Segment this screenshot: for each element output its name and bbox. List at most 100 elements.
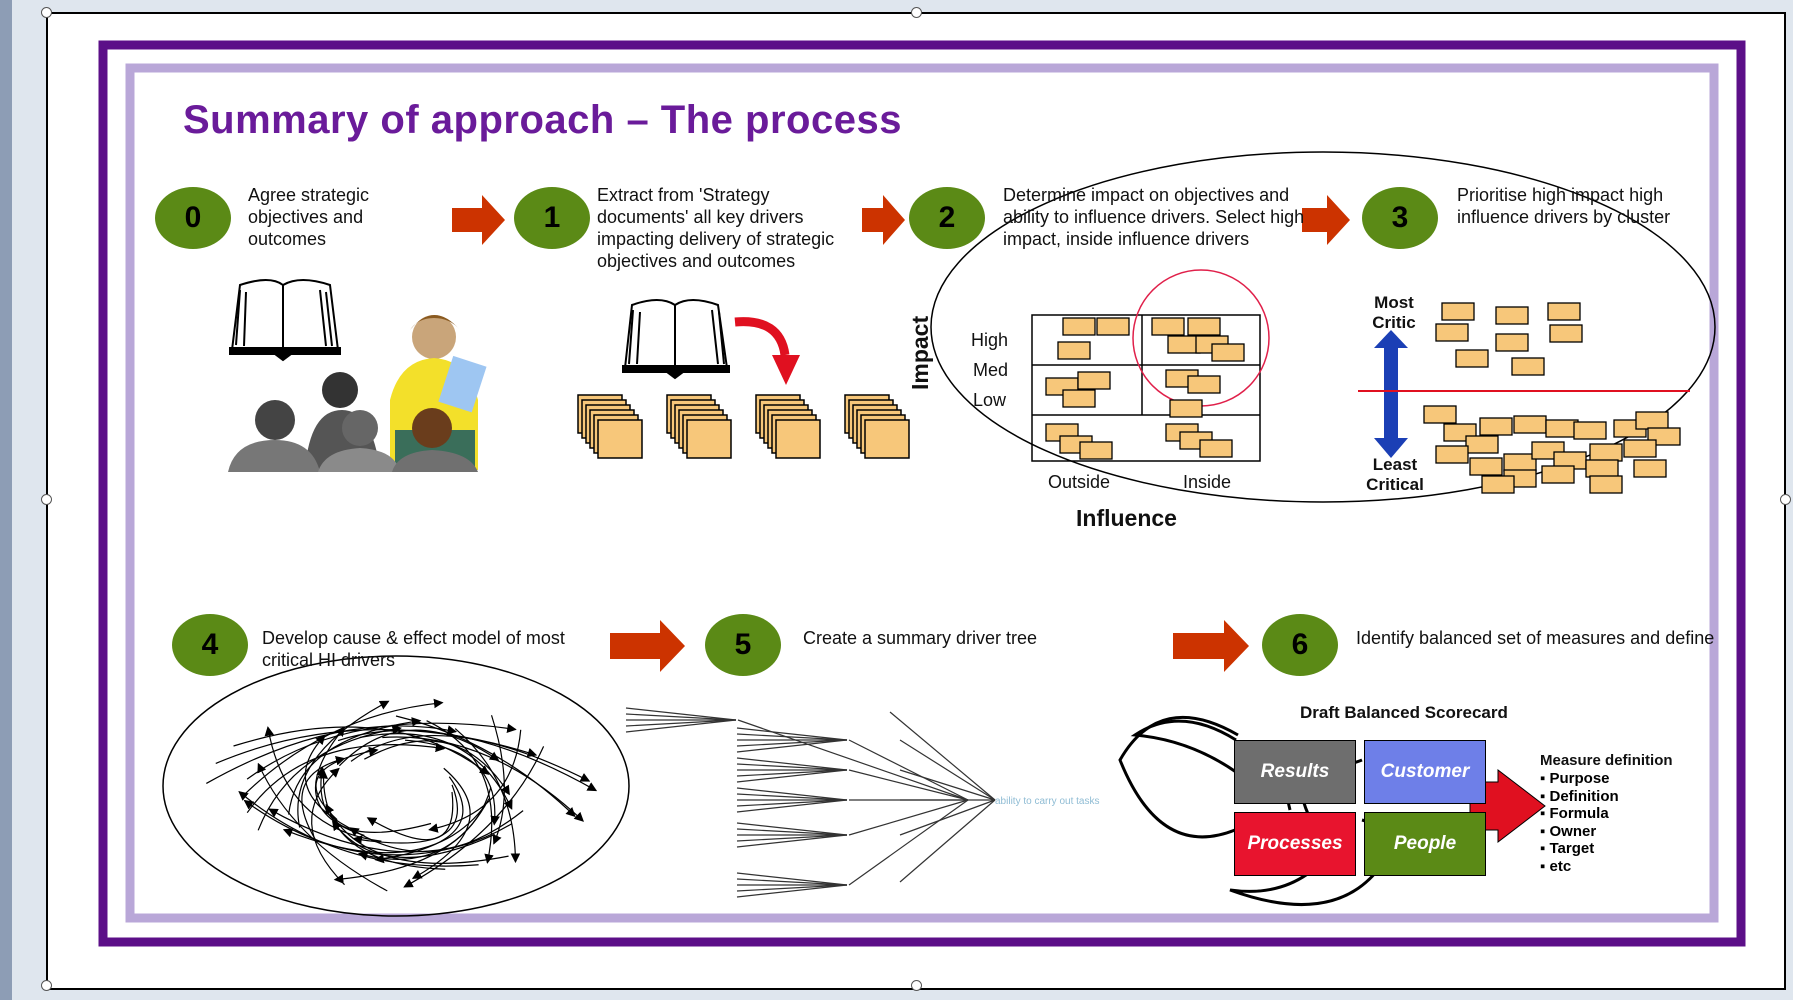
driver-tree xyxy=(625,707,996,898)
resize-handle[interactable] xyxy=(41,980,52,991)
tree-branch xyxy=(736,739,848,753)
sticky-note xyxy=(1589,475,1623,494)
cause-effect-link xyxy=(238,790,479,867)
cause-effect-link xyxy=(349,810,524,852)
step-5-text: Create a summary driver tree xyxy=(803,628,1038,648)
cause-effect-link xyxy=(364,740,510,796)
sticky-note xyxy=(1187,375,1221,394)
sticky-note xyxy=(1062,389,1096,408)
sticky-note xyxy=(1423,405,1457,424)
cause-effect-link xyxy=(428,729,522,833)
sticky-note xyxy=(1169,399,1203,418)
row-label-high: High xyxy=(971,330,1009,350)
sticky-note xyxy=(1211,343,1245,362)
customer-box: Customer xyxy=(1364,740,1486,804)
step-4-badge: 4 xyxy=(172,614,248,676)
tree-branch xyxy=(736,733,848,741)
sticky-note xyxy=(1435,445,1469,464)
cause-effect-link xyxy=(264,726,382,842)
tree-branch xyxy=(736,884,848,892)
sticky-note xyxy=(1077,371,1111,390)
influence-axis-label: Influence xyxy=(1076,505,1177,531)
sticky-note xyxy=(1167,335,1201,354)
sticky-note xyxy=(1495,306,1529,325)
cause-effect-link xyxy=(325,803,509,864)
tree-branch xyxy=(736,763,848,771)
tree-branch xyxy=(848,769,969,801)
resize-handle[interactable] xyxy=(911,980,922,991)
sticky-note xyxy=(1057,341,1091,360)
tree-branch xyxy=(848,799,969,836)
sticky-note xyxy=(1441,302,1475,321)
tree-branch xyxy=(736,799,848,807)
sticky-note xyxy=(1547,302,1581,321)
tree-branch xyxy=(736,769,848,777)
step-1-text: Extract from 'Strategy documents' all ke… xyxy=(597,185,835,271)
tree-branch xyxy=(737,719,969,801)
row-label-low: Low xyxy=(973,390,1007,410)
tree-branch xyxy=(736,834,848,842)
sticky-note xyxy=(775,419,821,459)
sticky-note xyxy=(1187,317,1221,336)
sticky-note xyxy=(1062,317,1096,336)
tree-branch xyxy=(625,719,737,727)
col-label-inside: Inside xyxy=(1183,472,1232,492)
cause-effect-link xyxy=(301,756,346,841)
step-3-text: Prioritise high impact high influence dr… xyxy=(1457,185,1671,227)
red-arrow-icon xyxy=(734,317,790,356)
sticky-note xyxy=(1435,323,1469,342)
sticky-note xyxy=(1511,357,1545,376)
red-arrow-icon xyxy=(452,195,1350,672)
sticky-note xyxy=(1465,435,1499,454)
sticky-note xyxy=(1079,441,1113,460)
cause-effect-link xyxy=(359,733,513,810)
step-0-badge: 0 xyxy=(155,187,231,249)
cause-effect-link xyxy=(332,820,495,859)
book-icon xyxy=(622,299,730,380)
processes-box: Processes xyxy=(1234,812,1356,876)
tree-branch xyxy=(736,822,848,836)
cause-effect-link xyxy=(490,715,505,845)
window-edge xyxy=(0,0,12,1000)
cause-effect-link xyxy=(215,729,538,764)
tree-branch xyxy=(848,739,969,801)
resize-handle[interactable] xyxy=(41,494,52,505)
sticky-note xyxy=(1455,349,1489,368)
tree-branch xyxy=(736,834,848,848)
cause-effect-link xyxy=(268,808,512,853)
sticky-note xyxy=(1541,465,1575,484)
sticky-note xyxy=(864,419,910,459)
outer-frame xyxy=(98,40,1746,947)
resize-handle[interactable] xyxy=(911,7,922,18)
step-1-badge: 1 xyxy=(514,187,590,249)
measure-list: ▪ Purpose ▪ Definition ▪ Formula ▪ Owner… xyxy=(1540,770,1619,875)
cause-effect-link xyxy=(257,762,388,892)
tree-branch xyxy=(736,878,848,886)
tree-branch xyxy=(625,707,737,721)
tree-branch xyxy=(899,769,996,801)
document-stack-icon xyxy=(577,394,910,459)
results-box: Results xyxy=(1234,740,1356,804)
measure-item: ▪ etc xyxy=(1540,857,1572,875)
measure-item: ▪ Formula xyxy=(1540,805,1609,822)
resize-handle[interactable] xyxy=(41,7,52,18)
measure-item: ▪ Purpose xyxy=(1540,770,1610,787)
step-0-text: Agree strategic objectives and outcomes xyxy=(248,185,370,249)
cause-effect-link xyxy=(297,700,390,828)
cause-effect-link xyxy=(246,742,446,814)
step-2-text: Determine impact on objectives and abili… xyxy=(1003,185,1305,249)
measure-item: ▪ Target xyxy=(1540,840,1595,857)
resize-handle[interactable] xyxy=(1780,494,1791,505)
most-critical-label: Most Critic xyxy=(1372,293,1416,332)
tree-branch xyxy=(736,769,848,783)
tree-branch xyxy=(899,799,996,836)
sticky-note xyxy=(1549,324,1583,343)
impact-axis-label: Impact xyxy=(907,315,933,390)
tree-branch xyxy=(736,828,848,836)
step-2-badge: 2 xyxy=(909,187,985,249)
cause-effect-link xyxy=(395,715,576,818)
sticky-note xyxy=(1151,317,1185,336)
sticky-note xyxy=(1589,443,1623,462)
tree-branch xyxy=(736,872,848,886)
sticky-note xyxy=(1469,457,1503,476)
